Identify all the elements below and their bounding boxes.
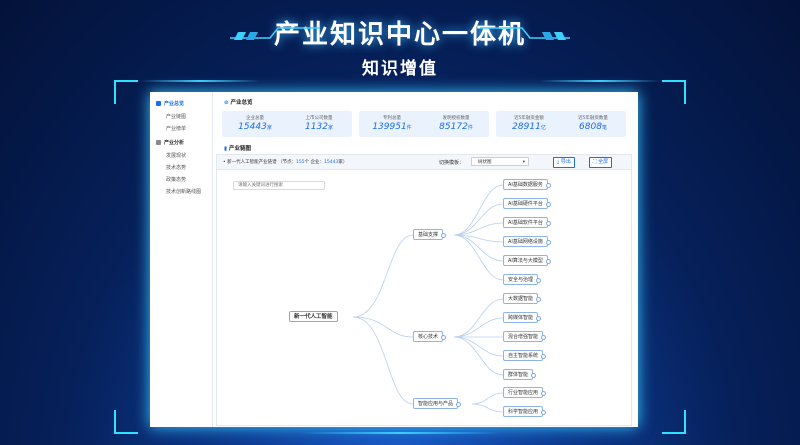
tree-branch-node[interactable]: 基础支撑 [413,229,447,240]
banner-title: 产业知识中心一体机 [273,20,526,50]
stat-label: 近5年融资数量 [578,116,608,121]
template-switch-label: 切换模板： [439,160,465,166]
fullscreen-button[interactable]: ⛶ 全屏 [589,157,613,168]
chain-search-input[interactable] [233,181,325,190]
expand-toggle-icon[interactable] [441,233,447,238]
tree-leaf-node[interactable]: AI基础数据服务 [503,179,551,190]
tree-branch-node[interactable]: 智能应用与产品 [413,398,462,409]
expand-toggle-icon[interactable] [541,391,547,396]
stat-group-companies: 企业总量 15443家 上市公司数量 1132家 [222,111,352,137]
tree-links [352,184,504,413]
stat-label: 近5年融资金额 [514,116,544,121]
tree-leaf-node[interactable]: 科学智能应用 [503,406,547,417]
overview-icon [156,101,161,106]
expand-toggle-icon[interactable] [536,297,542,302]
sidebar-item-status[interactable]: 发展现状 [166,153,187,159]
export-button[interactable]: ⤓ 导出 [553,157,575,168]
sidebar-item-chain-map[interactable]: 产业链图 [166,114,187,120]
stat-value: 1132家 [305,122,333,132]
chain-title-icon: ▮ [224,146,229,152]
stat-label: 企业总量 [246,116,264,121]
tree-leaf-node[interactable]: 群体智能 [503,369,537,380]
tree-leaf-node[interactable]: 大数据智能 [503,293,542,304]
stat-value: 85172件 [439,122,473,132]
stat-label: 发明授权数量 [442,116,470,121]
expand-toggle-icon[interactable] [536,278,542,283]
expand-toggle-icon[interactable] [531,373,537,378]
chain-header-bullet: • [223,160,228,165]
overview-title-icon: ⊘ [224,100,231,106]
expand-toggle-icon[interactable] [545,183,551,188]
tree-leaf-node[interactable]: 自主智能系统 [503,350,547,361]
fullscreen-icon: ⛶ [593,159,599,165]
expand-toggle-icon[interactable] [541,410,547,415]
sidebar: 产业总览 产业链图 产业榜单 产业分析 发展现状 技术态势 政策态势 技术创新路… [150,92,213,427]
frame-corner-tl [114,80,138,104]
chain-header: • 新一代人工智能产业链谱 （节点：155个 企业：15443家） [223,160,348,165]
tree-leaf-node[interactable]: 混合增强智能 [503,331,547,342]
stat-group-patents: 专利总量 139951件 发明授权数量 85172件 [359,111,489,137]
stat-value: 6808笔 [579,122,607,132]
frame-top-glow [140,80,260,82]
frame-top-glow-right [540,80,660,82]
chain-toolbar: • 新一代人工智能产业链谱 （节点：155个 企业：15443家） 切换模板： … [217,155,631,170]
stat-value: 139951件 [372,122,412,132]
sidebar-item-tech-trend[interactable]: 技术态势 [166,165,187,171]
stat-value: 15443家 [238,122,272,132]
tree-leaf-node[interactable]: 跨媒体智能 [503,312,542,323]
template-select[interactable]: 树状图 ▾ [471,157,529,166]
app-screen: 产业总览 产业链图 产业榜单 产业分析 发展现状 技术态势 政策态势 技术创新路… [150,92,638,427]
expand-toggle-icon[interactable] [536,316,542,321]
title-left-decoration [230,27,320,40]
expand-toggle-icon[interactable] [545,202,551,207]
frame-corner-br [662,410,686,434]
stat-label: 上市公司数量 [305,116,333,121]
expand-toggle-icon[interactable] [545,259,551,264]
sidebar-item-ranking[interactable]: 产业榜单 [166,126,187,132]
expand-toggle-icon[interactable] [541,335,547,340]
stat-group-financing: 近5年融资金额 28911亿 近5年融资数量 6808笔 [496,111,626,137]
tree-root-node[interactable]: 新一代人工智能 [289,311,338,322]
sidebar-group-overview[interactable]: 产业总览 [156,100,184,107]
expand-toggle-icon[interactable] [541,354,547,359]
banner-subtitle: 知识增值 [362,59,438,79]
sidebar-item-policy-trend[interactable]: 政策态势 [166,177,187,183]
frame-corner-bl [114,410,138,434]
sidebar-item-roadmap[interactable]: 技术创新路线图 [166,189,202,195]
chain-panel: • 新一代人工智能产业链谱 （节点：155个 企业：15443家） 切换模板： … [216,154,632,426]
expand-toggle-icon[interactable] [441,335,447,340]
chevron-down-icon: ▾ [522,160,525,165]
tree-leaf-node[interactable]: AI基础软件平台 [503,217,551,228]
frame-bottom-glow [300,432,500,434]
expand-toggle-icon[interactable] [456,402,462,407]
tree-branch-node[interactable]: 核心技术 [413,331,447,342]
tree-leaf-node[interactable]: AI基础网络设施 [503,236,551,247]
main-content: ⊘ 产业总览 企业总量 15443家 上市公司数量 1132家 专利总量 139… [216,92,636,427]
download-icon: ⤓ [557,159,561,165]
stat-label: 专利总量 [383,116,401,121]
sidebar-group-analysis[interactable]: 产业分析 [156,139,184,146]
chain-title: ▮ 产业链图 [224,146,251,152]
expand-toggle-icon[interactable] [545,221,551,226]
analysis-icon [156,140,161,145]
frame-corner-tr [662,80,686,104]
tree-leaf-node[interactable]: 行业智能应用 [503,387,547,398]
overview-title: ⊘ 产业总览 [224,100,253,106]
tree-leaf-node[interactable]: AI基础硬件平台 [503,198,551,209]
tree-leaf-node[interactable]: AI算法与大模型 [503,255,551,266]
title-right-decoration [480,27,570,40]
tree-leaf-node[interactable]: 安全与治理 [503,274,542,285]
stat-value: 28911亿 [512,122,546,132]
expand-toggle-icon[interactable] [545,240,551,245]
